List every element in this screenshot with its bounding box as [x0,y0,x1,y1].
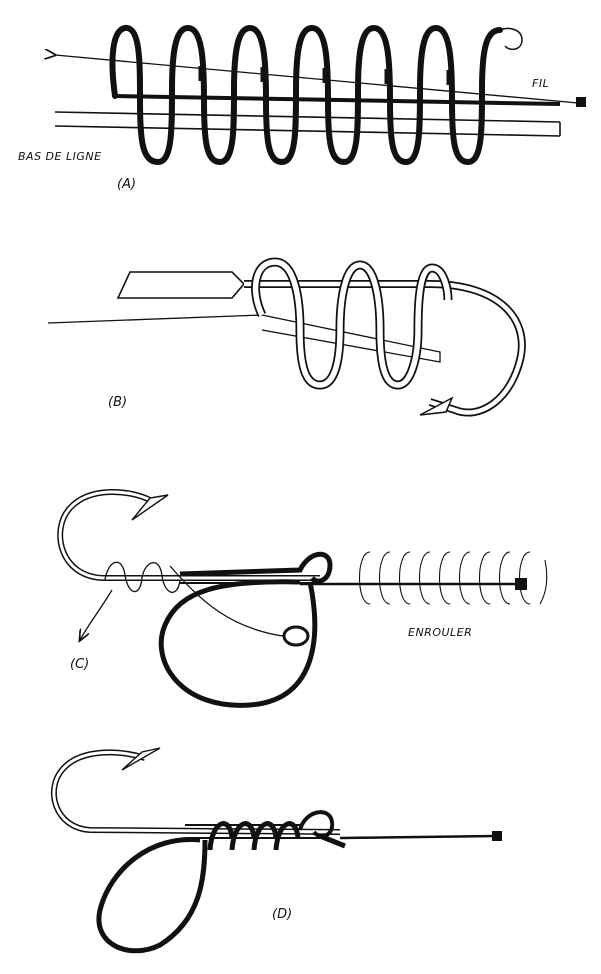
wire-end-square-d [492,831,502,841]
caption-d: (D) [272,907,292,922]
end-curl [499,27,523,51]
panel-c: ENROULER (C) [57,489,548,708]
bold-loop-d [96,837,208,954]
return-wire-c [169,565,291,638]
coil-sketch-c [359,551,548,605]
panel-b: (B) [47,257,526,417]
leader-line-b [47,314,263,324]
wire-stub-d [319,833,346,849]
wire-end-square-c [515,578,527,590]
hook-barb [419,396,454,416]
tight-coils-d [207,821,301,851]
panel-d: (D) [51,747,502,954]
wire-end-square [576,97,586,107]
caption-c: (C) [70,657,89,672]
wraps-c [104,561,181,593]
wire-d [339,834,497,840]
hook-eye-flat [116,271,246,299]
hook-c [57,489,320,581]
tag-line-b [261,314,441,363]
hook-barb-d [121,747,161,771]
caption-b: (B) [108,395,127,410]
bold-wire [114,94,561,106]
label-bas-de-ligne: BAS DE LIGNE [18,150,102,163]
small-loop-c [282,625,310,647]
tag-c [179,551,333,584]
hook-barb-c [131,494,169,521]
label-enrouler: ENROULER [408,626,472,639]
coils-b [251,257,453,390]
serpentine-coils [109,24,503,166]
bold-loop-c [158,579,318,708]
panel-a: BAS DE LIGNE FIL (A) [18,24,586,192]
hook-d [51,749,341,835]
label-fil: FIL [532,77,549,90]
arrow-c [80,589,113,640]
caption-a: (A) [117,177,136,192]
